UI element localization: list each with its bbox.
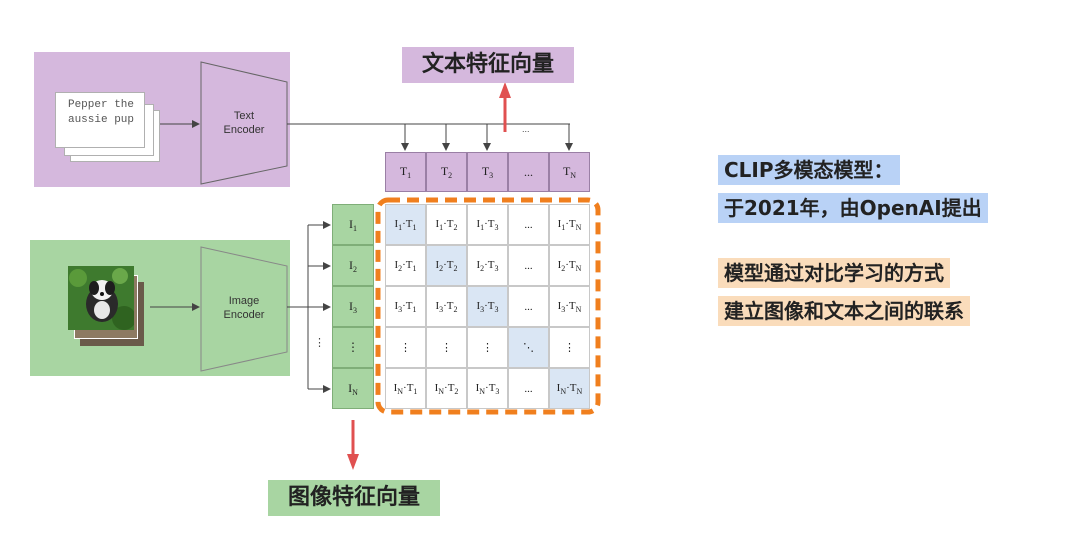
matrix-cell: IN·T3	[467, 368, 508, 409]
text-input-line1: Pepper the	[67, 99, 134, 111]
matrix-cell: I1·TN	[549, 204, 590, 245]
matrix-cell: ...	[508, 286, 549, 327]
matrix-diagonal-cell: ⋱	[508, 327, 549, 368]
matrix-cell: ⋮	[467, 327, 508, 368]
matrix-cell: I2·T1	[385, 245, 426, 286]
text-encoder-label: Text Encoder	[212, 109, 276, 137]
image-encoder-block	[200, 246, 288, 372]
image-encoder-label-line2: Encoder	[223, 309, 265, 321]
matrix-cell: IN·T1	[385, 368, 426, 409]
matrix-cell: ...	[508, 245, 549, 286]
matrix-cell: ⋮	[385, 327, 426, 368]
image-feature-cell: I1	[332, 204, 374, 245]
matrix-cell: I1·T3	[467, 204, 508, 245]
image-feature-cell: I3	[332, 286, 374, 327]
text-feature-cell: T2	[426, 152, 467, 192]
image-feature-cell: ⋮	[332, 327, 374, 368]
text-feature-cell: T1	[385, 152, 426, 192]
text-card-front	[55, 92, 145, 148]
matrix-diagonal-cell: I1·T1	[385, 204, 426, 245]
image-feature-label: 图像特征向量	[268, 480, 440, 516]
matrix-cell: ⋮	[549, 327, 590, 368]
matrix-cell: ⋮	[426, 327, 467, 368]
dog-photo-icon	[68, 266, 134, 330]
text-input-line2: aussie pup	[67, 114, 134, 126]
matrix-diagonal-cell: I3·T3	[467, 286, 508, 327]
text-input-caption: Pepper the aussie pup	[60, 98, 142, 128]
text-encoder-label-line2: Encoder	[223, 124, 265, 136]
matrix-diagonal-cell: IN·TN	[549, 368, 590, 409]
image-encoder-label: Image Encoder	[206, 294, 282, 322]
matrix-cell: ...	[508, 368, 549, 409]
image-arrow-ellipsis: ⋮	[314, 337, 325, 349]
image-feature-cell: I2	[332, 245, 374, 286]
text-encoder-label-line1: Text	[233, 110, 255, 122]
image-encoder-label-line1: Image	[228, 295, 260, 307]
matrix-cell: I2·TN	[549, 245, 590, 286]
matrix-cell: I3·TN	[549, 286, 590, 327]
text-feature-cell: T3	[467, 152, 508, 192]
matrix-cell: ...	[508, 204, 549, 245]
text-encoder-block	[200, 61, 288, 185]
text-feature-label: 文本特征向量	[402, 47, 574, 83]
matrix-cell: I2·T3	[467, 245, 508, 286]
matrix-cell: IN·T2	[426, 368, 467, 409]
contrastive-note-line2: 建立图像和文本之间的联系	[718, 296, 970, 326]
text-arrow-ellipsis: ...	[522, 124, 530, 134]
contrastive-note-line1: 模型通过对比学习的方式	[718, 258, 950, 288]
clip-origin-note: 于2021年，由OpenAI提出	[718, 193, 988, 223]
text-feature-cell: TN	[549, 152, 590, 192]
matrix-diagonal-cell: I2·T2	[426, 245, 467, 286]
similarity-matrix-border	[375, 197, 601, 415]
image-feature-cell: IN	[332, 368, 374, 409]
clip-title-note: CLIP多模态模型：	[718, 155, 900, 185]
matrix-cell: I1·T2	[426, 204, 467, 245]
matrix-cell: I3·T1	[385, 286, 426, 327]
matrix-cell: I3·T2	[426, 286, 467, 327]
text-feature-cell: ...	[508, 152, 549, 192]
